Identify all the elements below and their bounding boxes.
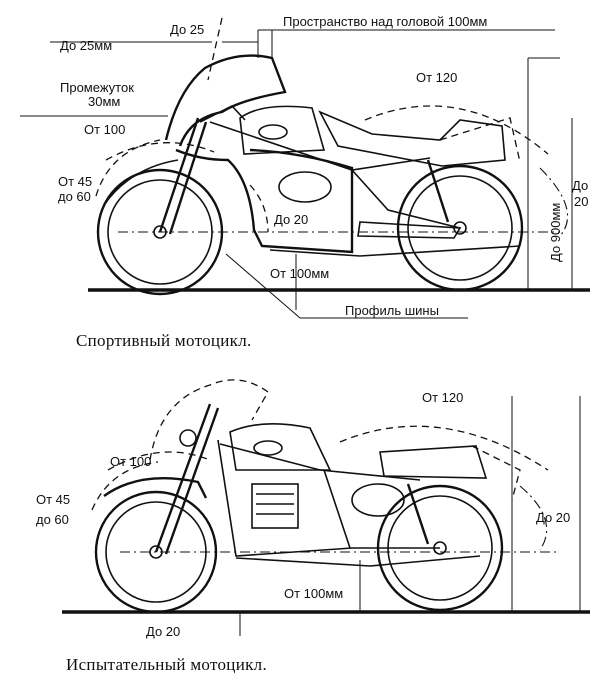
sport-from-100mm-label: От 100мм xyxy=(270,266,329,281)
sport-gap-label-line1: Промежуток xyxy=(60,80,134,95)
sport-up-to-900mm-label: До 900мм xyxy=(548,203,563,262)
sport-gap-label-line2: 30мм xyxy=(88,94,120,109)
trial-up-to-20-right-label: До 20 xyxy=(536,510,570,525)
sport-motorcycle-drawing xyxy=(88,54,590,296)
trial-from-100mm-label: От 100мм xyxy=(284,586,343,601)
trial-from-45-label: От 45 xyxy=(36,492,70,507)
trial-from-100-label: От 100 xyxy=(110,454,151,469)
trial-motorcycle-drawing xyxy=(62,379,590,614)
sport-tire-profile-label: Профиль шины xyxy=(345,303,439,318)
sport-to-60-label: до 60 xyxy=(58,189,91,204)
sport-dimension-lines xyxy=(20,17,573,319)
trial-from-120-label: От 120 xyxy=(422,390,463,405)
sport-head-space-label: Пространство над головой 100мм xyxy=(283,14,487,29)
trial-dimension-lines xyxy=(91,396,581,636)
sport-up-to-20-line2: 20 xyxy=(574,194,588,209)
sport-up-to-20-line1: До xyxy=(572,178,588,193)
sport-from-120-label: От 120 xyxy=(416,70,457,85)
sport-from-45-label: От 45 xyxy=(58,174,92,189)
trial-caption: Испытательный мотоцикл. xyxy=(66,655,267,674)
sport-caption: Спортивный мотоцикл. xyxy=(76,331,252,350)
sport-from-100-label: От 100 xyxy=(84,122,125,137)
sport-up-to-25deg-label: До 25 xyxy=(170,22,204,37)
trial-up-to-20-bottom-label: До 20 xyxy=(146,624,180,639)
sport-up-to-25mm-label: До 25мм xyxy=(60,38,112,53)
sport-to-20-label: До 20 xyxy=(274,212,308,227)
trial-to-60-label: до 60 xyxy=(36,512,69,527)
